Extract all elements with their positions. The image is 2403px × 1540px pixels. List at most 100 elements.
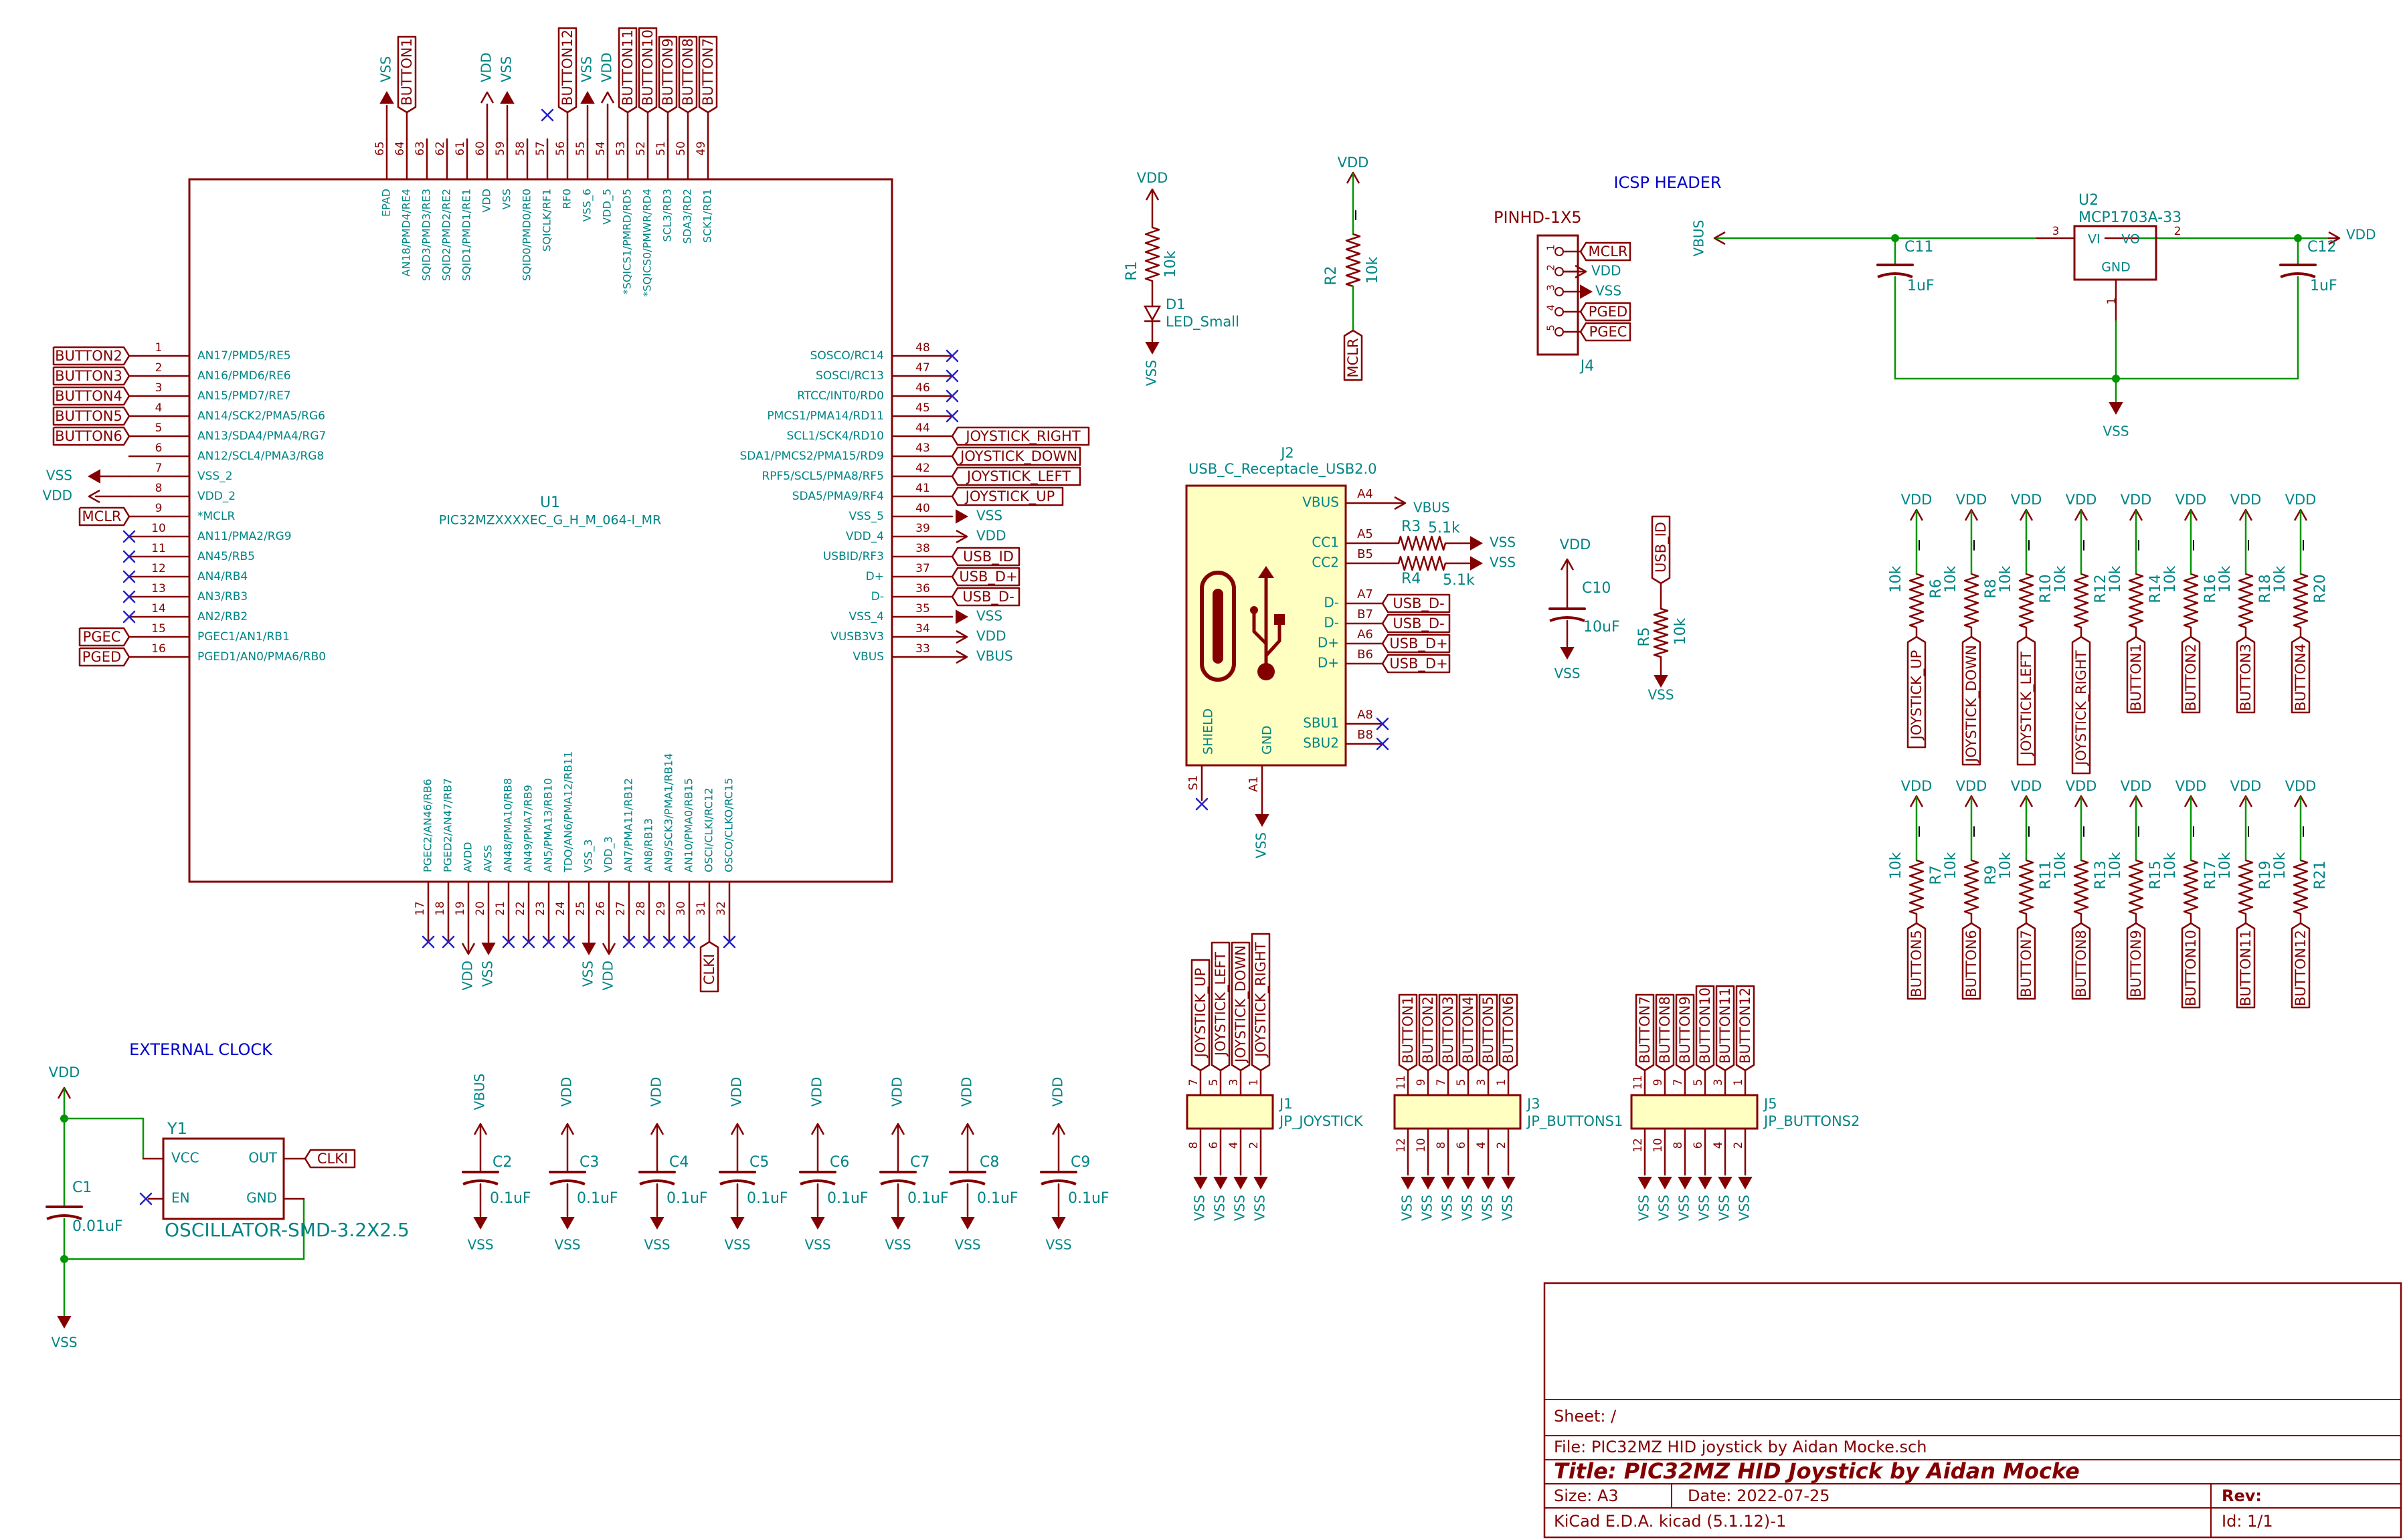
power-net-label: VSS bbox=[579, 56, 595, 82]
net-label-flag: BUTTON2 bbox=[52, 346, 130, 366]
pin-number: 16 bbox=[151, 642, 166, 656]
power-arrow-icon bbox=[1394, 496, 1407, 510]
flag-outline bbox=[1675, 993, 1695, 1072]
pin-number: 56 bbox=[554, 141, 567, 156]
power-arrow-icon bbox=[2184, 795, 2198, 807]
resistor-zigzag bbox=[2183, 859, 2199, 915]
ground-arrow-icon bbox=[891, 1217, 905, 1230]
net-label-text: BUTTON3 bbox=[2238, 644, 2254, 711]
power-arrow-icon bbox=[600, 91, 615, 104]
capacitor-value: 0.01uF bbox=[72, 1218, 123, 1235]
pin-name: VSS_5 bbox=[849, 510, 884, 523]
flag-outline bbox=[1478, 993, 1498, 1072]
title-block-frame bbox=[1543, 1282, 2402, 1539]
power-arrow-icon bbox=[1909, 508, 1924, 521]
pin-number: 65 bbox=[373, 141, 387, 156]
capacitor-plate-curved bbox=[1041, 1179, 1077, 1185]
pin-name: VO bbox=[2121, 232, 2140, 247]
flag-outline bbox=[1906, 636, 1927, 749]
flag-outline bbox=[638, 27, 658, 114]
pin-number: 55 bbox=[574, 141, 588, 156]
pin-number: 49 bbox=[695, 141, 708, 156]
power-net-label: VSS bbox=[51, 1335, 77, 1351]
pin-name: AN9/SCK3/PMA1/RB14 bbox=[662, 753, 675, 872]
resistor-value: 10k bbox=[2107, 852, 2124, 879]
net-label-flag: BUTTON3 bbox=[52, 366, 130, 386]
power-net-label: VDD bbox=[2011, 778, 2042, 794]
ground-arrow-icon bbox=[650, 1217, 664, 1230]
pin-name: *SQICS0/PMWR/RD4 bbox=[641, 189, 654, 297]
net-label-flag: BUTTON3 bbox=[2236, 636, 2256, 714]
pin-name: AN13/SDA4/PMA4/RG7 bbox=[197, 429, 326, 443]
power-arrow-icon bbox=[956, 529, 968, 544]
power-net-label: VDD bbox=[460, 961, 476, 990]
power-net-label: VSS bbox=[1232, 1195, 1248, 1221]
net-label-text: USB_ID bbox=[1653, 522, 1670, 573]
capacitor-reference: C3 bbox=[580, 1154, 599, 1171]
flag-outline bbox=[1961, 922, 1981, 1000]
no-connect-icon bbox=[1195, 797, 1209, 811]
net-label-flag: BUTTON10 bbox=[1695, 985, 1715, 1072]
pin-number: 8 bbox=[1672, 1142, 1685, 1149]
pin-number: 6 bbox=[1692, 1142, 1705, 1149]
net-label-text: BUTTON1 bbox=[1400, 996, 1416, 1064]
flag-outline bbox=[1251, 933, 1271, 1072]
capacitor-reference: C11 bbox=[1904, 239, 1933, 256]
ground-arrow-icon bbox=[1658, 1177, 1672, 1190]
capacitor-value: 0.1uF bbox=[747, 1190, 788, 1207]
net-label-flag: BUTTON12 bbox=[1735, 985, 1755, 1072]
usb-trident-node bbox=[1250, 606, 1258, 614]
no-connect-icon bbox=[683, 935, 696, 949]
net-label-text: PGEC bbox=[83, 629, 121, 645]
pin-name: SCL1/SCK4/RD10 bbox=[786, 429, 884, 443]
pin-number: 27 bbox=[614, 901, 628, 916]
file-text: File: PIC32MZ HID joystick by Aidan Mock… bbox=[1554, 1438, 1927, 1456]
net-label-flag: USB_ID bbox=[1651, 515, 1671, 585]
power-net-label: VSS bbox=[480, 961, 496, 987]
pin-name: OSCO/CLKO/RC15 bbox=[723, 778, 735, 872]
pin-number: 6 bbox=[1455, 1142, 1468, 1149]
resistor-zigzag bbox=[2238, 573, 2254, 629]
ground-arrow-icon bbox=[1051, 1217, 1066, 1230]
pin-name: D+ bbox=[1318, 655, 1339, 671]
flag-outline bbox=[78, 647, 130, 667]
net-label-text: BUTTON11 bbox=[620, 29, 636, 106]
resistor-value: 10k bbox=[1672, 617, 1689, 645]
usb-c-outline-icon bbox=[1200, 571, 1236, 682]
flag-outline bbox=[2236, 922, 2256, 1009]
resistor-value: 10k bbox=[1364, 256, 1381, 284]
pin-number: 41 bbox=[915, 482, 930, 495]
net-label-flag: BUTTON11 bbox=[1715, 985, 1735, 1072]
net-label-flag: BUTTON7 bbox=[698, 35, 718, 114]
power-net-label: VSS bbox=[724, 1237, 750, 1253]
led-reference: D1 bbox=[1166, 296, 1186, 312]
pin-name: AN17/PMD5/RE5 bbox=[197, 349, 291, 363]
pin-number: 19 bbox=[454, 901, 467, 916]
net-label-text: BUTTON11 bbox=[2238, 930, 2254, 1006]
power-net-label: VDD bbox=[478, 53, 495, 82]
power-net-label: VBUS bbox=[1691, 220, 1707, 257]
resistor-zigzag bbox=[2073, 859, 2089, 915]
pin-number: 32 bbox=[715, 901, 728, 916]
usb-reference: J2 bbox=[1279, 445, 1294, 461]
net-label-text: BUTTON8 bbox=[1657, 996, 1673, 1064]
resistor-value: 10k bbox=[1997, 565, 2014, 593]
power-arrow-icon bbox=[1713, 231, 1726, 246]
resistor-reference: R17 bbox=[2202, 860, 2219, 889]
pin-number: 62 bbox=[434, 141, 447, 156]
net-label-text: CLKI bbox=[317, 1151, 348, 1167]
flag-outline bbox=[951, 587, 1020, 607]
pin-name: SQICLK/RF1 bbox=[541, 189, 553, 252]
resistor-zigzag bbox=[1908, 573, 1925, 629]
power-arrow-icon bbox=[960, 1123, 975, 1135]
flag-outline bbox=[1438, 993, 1458, 1072]
ground-arrow-icon bbox=[1470, 556, 1484, 571]
tool-text: KiCad E.D.A. kicad (5.1.12)-1 bbox=[1554, 1512, 1786, 1531]
power-net-label: VDD bbox=[2230, 778, 2262, 794]
pin-number: 3 bbox=[1712, 1079, 1725, 1086]
ground-arrow-icon bbox=[1501, 1177, 1516, 1190]
pin-name: D+ bbox=[1318, 635, 1339, 651]
pin-number: 40 bbox=[915, 502, 930, 515]
flag-outline bbox=[1635, 993, 1655, 1072]
net-label-text: MCLR bbox=[1345, 338, 1361, 377]
